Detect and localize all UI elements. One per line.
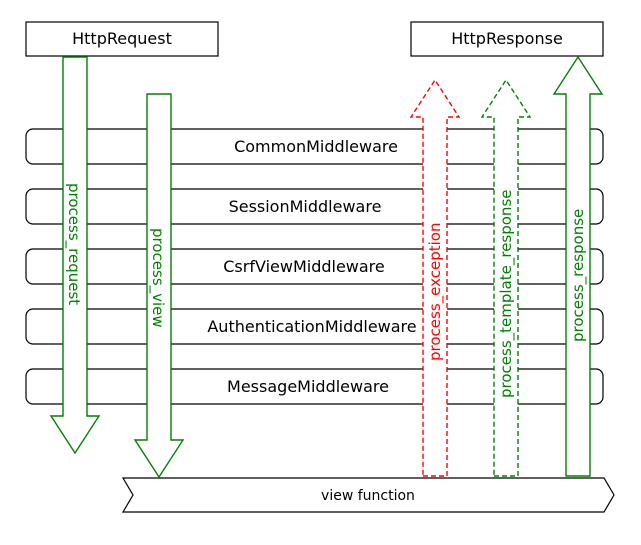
process-response-arrow: process_response: [552, 55, 604, 477]
process-response-label: process_response: [569, 209, 588, 342]
middleware-label: CommonMiddleware: [234, 137, 398, 156]
http-response-box: HttpResponse: [410, 21, 604, 57]
middleware-label: SessionMiddleware: [229, 197, 382, 216]
process-template-response-label: process_template_response: [497, 190, 516, 398]
process-request-label: process_request: [64, 183, 83, 305]
view-function-label: view function: [321, 488, 415, 504]
http-response-label: HttpResponse: [451, 29, 563, 48]
http-request-label: HttpRequest: [72, 29, 172, 48]
process-view-label: process_view: [148, 228, 167, 328]
process-view-arrow: process_view: [133, 93, 185, 479]
process-exception-label: process_exception: [426, 223, 445, 361]
process-request-arrow: process_request: [49, 56, 101, 455]
http-request-box: HttpRequest: [25, 21, 219, 57]
process-exception-arrow: process_exception: [409, 78, 461, 477]
middleware-label: CsrfViewMiddleware: [223, 257, 385, 276]
middleware-label: AuthenticationMiddleware: [207, 317, 416, 336]
view-function-banner: view function: [121, 477, 615, 513]
process-template-response-arrow: process_template_response: [480, 78, 532, 477]
middleware-label: MessageMiddleware: [227, 377, 389, 396]
